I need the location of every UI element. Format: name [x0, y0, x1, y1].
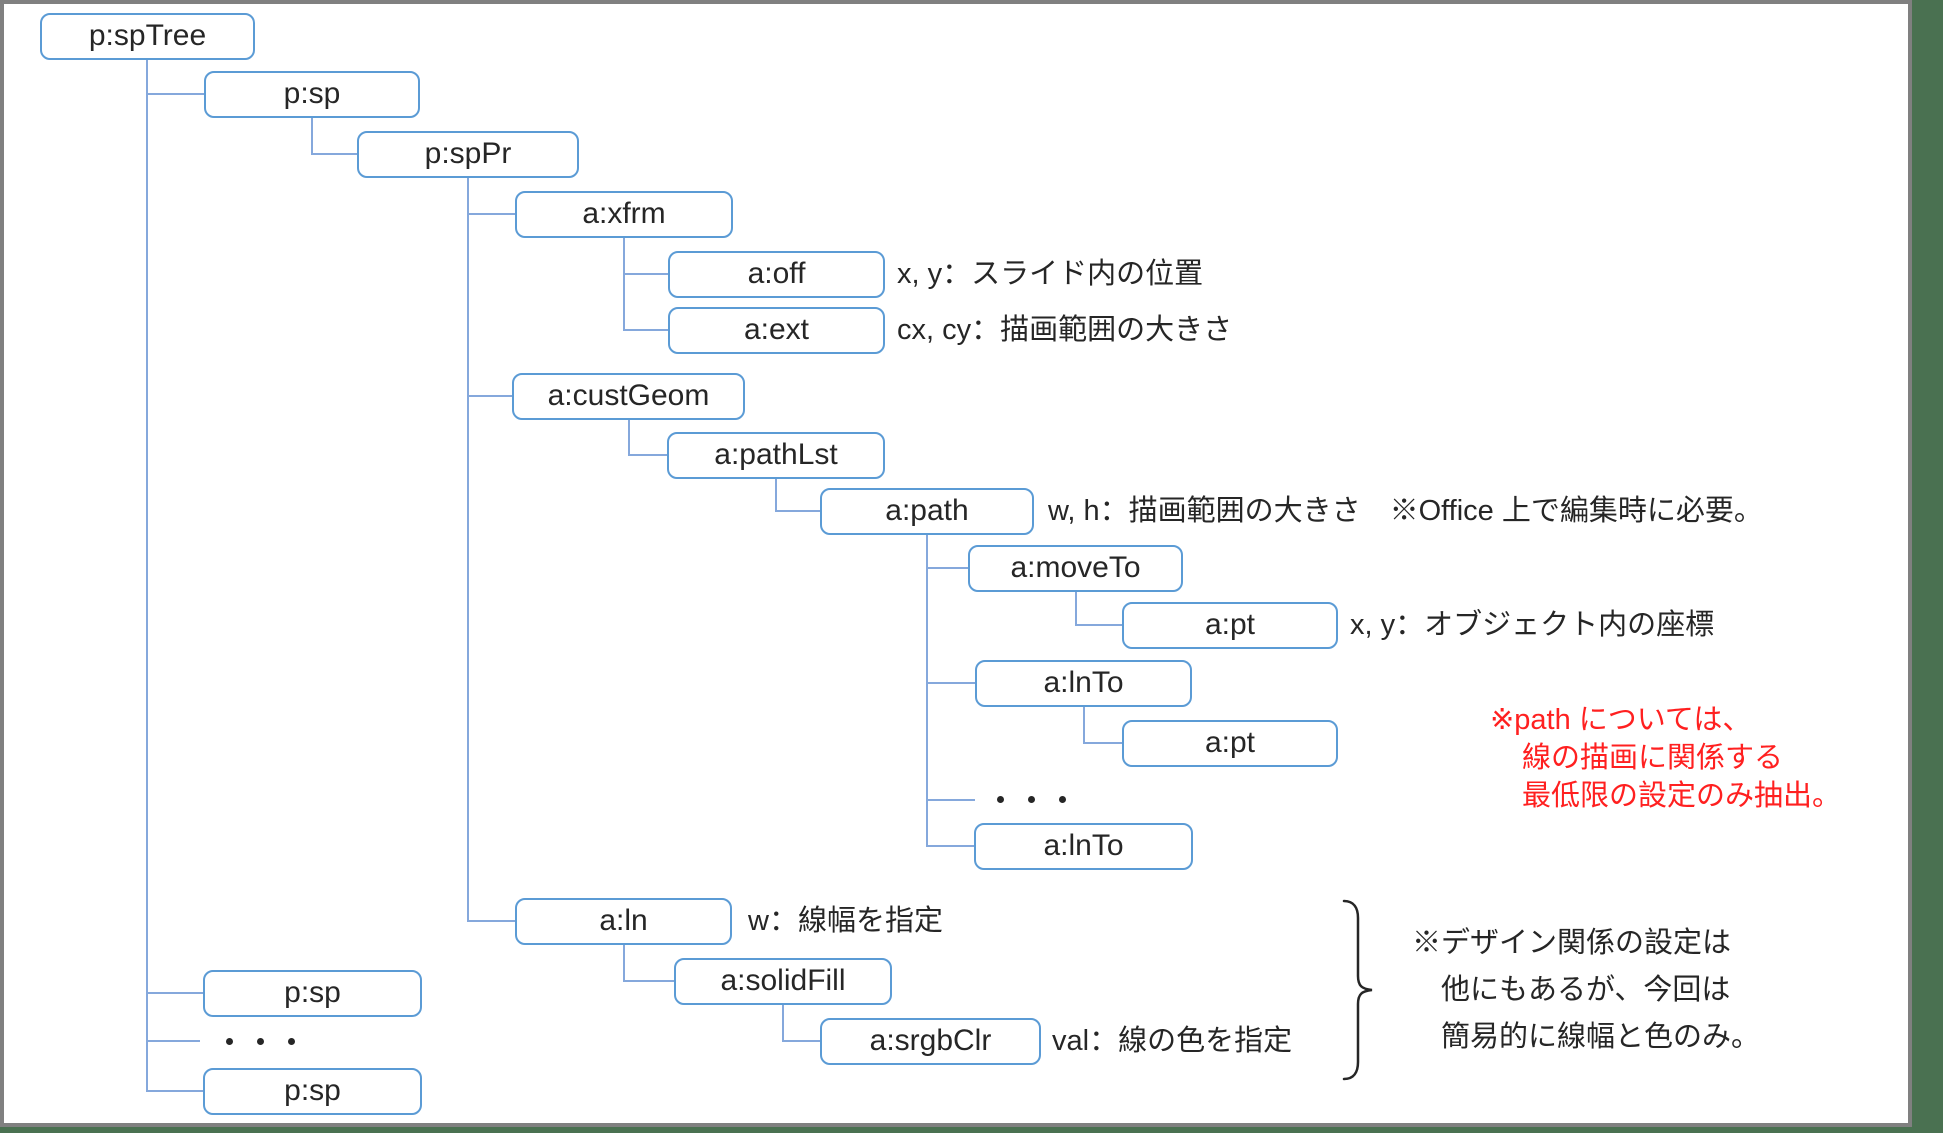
tree-node-p-sppr: p:spPr [357, 131, 579, 178]
connector-stub-srgbclr [782, 1040, 820, 1042]
design-note: ※デザイン関係の設定は 他にもあるが、今回は 簡易的に線幅と色のみ。 [1412, 920, 1760, 1061]
path-note-line: 最低限の設定のみ抽出。 [1522, 780, 1842, 812]
annotation-a-ext: cx, cy：描画範囲の大きさ [897, 314, 1233, 346]
tree-node-a-moveto: a:moveTo [968, 545, 1183, 592]
tree-node-a-pt-1: a:pt [1122, 602, 1338, 649]
connector-stub-pathlst [628, 454, 667, 456]
connector-stub-sp3 [146, 1090, 203, 1092]
tree-node-a-custgeom: a:custGeom [512, 373, 745, 420]
connector-trunk-lnto [1083, 707, 1085, 744]
tree-node-a-srgbclr: a:srgbClr [820, 1018, 1041, 1065]
connector-stub-custgeom [467, 395, 512, 397]
connector-stub-sppr [311, 153, 357, 155]
connector-stub-ln [467, 920, 515, 922]
tree-node-a-ext: a:ext [668, 307, 885, 354]
tree-node-a-lnto-1: a:lnTo [975, 660, 1192, 707]
tree-node-a-path: a:path [820, 488, 1034, 535]
connector-stub-lnto2 [926, 845, 974, 847]
annotation-a-srgbclr: val：線の色を指定 [1052, 1025, 1293, 1057]
dot [1059, 796, 1066, 803]
tree-node-p-sp-2: p:sp [203, 970, 422, 1017]
design-note-line: ※デザイン関係の設定は [1412, 927, 1732, 959]
connector-trunk-sp [311, 118, 313, 155]
dot [997, 796, 1004, 803]
connector-trunk-moveto [1075, 592, 1077, 626]
ellipsis-node-path [997, 796, 1066, 803]
tree-node-a-pt-2: a:pt [1122, 720, 1338, 767]
dot [1028, 796, 1035, 803]
connector-stub-off [623, 273, 668, 275]
slide-canvas [0, 0, 1912, 1127]
dot [257, 1038, 264, 1045]
design-note-line: 他にもあるが、今回は [1441, 974, 1731, 1006]
tree-node-a-xfrm: a:xfrm [515, 191, 733, 238]
ellipsis-node-sp [226, 1038, 295, 1045]
design-note-line: 簡易的に線幅と色のみ。 [1441, 1021, 1761, 1053]
connector-stub-ellipsis-sp [146, 1040, 200, 1042]
connector-trunk-xfrm [623, 238, 625, 331]
tree-node-p-sp-3: p:sp [203, 1068, 422, 1115]
connector-trunk-pathlst [775, 479, 777, 512]
connector-trunk-custgeom [628, 420, 630, 456]
connector-stub-lnto1 [926, 682, 975, 684]
tree-node-a-pathlst: a:pathLst [667, 432, 885, 479]
connector-stub-moveto [926, 567, 968, 569]
connector-stub-pt2 [1083, 742, 1122, 744]
annotation-a-ln: w：線幅を指定 [748, 905, 943, 937]
connector-stub-path [775, 510, 820, 512]
tree-node-a-lnto-2: a:lnTo [974, 823, 1193, 870]
annotation-a-pt: x, y：オブジェクト内の座標 [1350, 609, 1715, 641]
tree-node-p-sp-1: p:sp [204, 71, 420, 118]
connector-stub-sp1 [146, 93, 204, 95]
connector-stub-ext [623, 329, 668, 331]
curly-brace [1342, 899, 1373, 1081]
connector-stub-ellipsis-path [926, 799, 975, 801]
connector-stub-sp2 [146, 992, 203, 994]
path-note-line: ※path については、 [1490, 704, 1752, 736]
path-note-line: 線の描画に関係する [1522, 742, 1784, 774]
annotation-a-path: w, h：描画範囲の大きさ ※Office 上で編集時に必要。 [1048, 495, 1763, 527]
connector-trunk-solidfill [782, 1005, 784, 1042]
tree-node-a-ln: a:ln [515, 898, 732, 945]
connector-stub-solidfill [623, 980, 674, 982]
path-note: ※path については、 線の描画に関係する 最低限の設定のみ抽出。 [1490, 701, 1841, 815]
connector-stub-pt1 [1075, 624, 1122, 626]
tree-node-a-off: a:off [668, 251, 885, 298]
tree-node-p-sptree: p:spTree [40, 13, 255, 60]
connector-stub-xfrm [467, 213, 515, 215]
tree-node-a-solidfill: a:solidFill [674, 958, 892, 1005]
connector-trunk-sppr [467, 178, 469, 922]
annotation-a-off: x, y：スライド内の位置 [897, 258, 1204, 290]
connector-trunk-sptree [146, 60, 148, 1092]
connector-trunk-ln [623, 945, 625, 982]
connector-trunk-path [926, 535, 928, 847]
dot [288, 1038, 295, 1045]
dot [226, 1038, 233, 1045]
